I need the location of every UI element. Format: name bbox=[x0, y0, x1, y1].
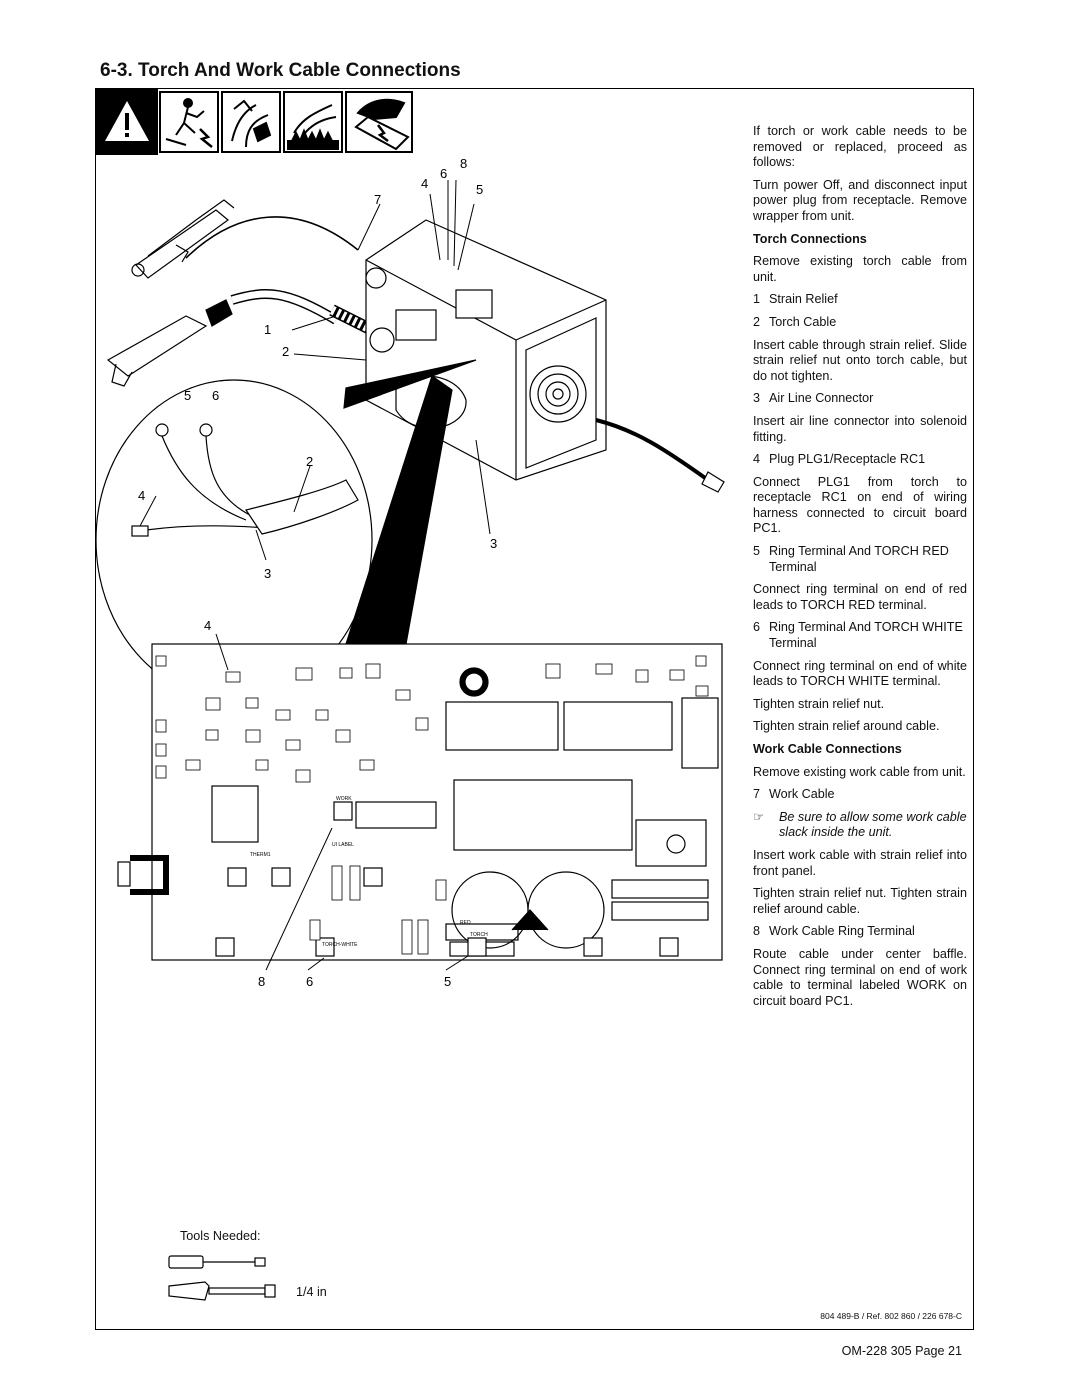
board-connector-pads bbox=[215, 801, 679, 957]
torch-remove-text: Remove existing torch cable from unit. bbox=[753, 254, 967, 284]
page-number: OM-228 305 Page 21 bbox=[841, 1344, 962, 1358]
power-off-text: Turn power Off, and disconnect input pow… bbox=[753, 177, 967, 223]
work-tighten-text: Tighten strain relief nut. Tighten strai… bbox=[753, 886, 967, 916]
torch-insert-text: Insert cable through strain relief. Slid… bbox=[753, 337, 967, 383]
callout-4-board: 4 bbox=[204, 618, 211, 633]
board-label-torch-white: TORCH-WHITE bbox=[322, 942, 358, 948]
board-label-work: WORK bbox=[336, 796, 352, 802]
circuit-board-pc1 bbox=[117, 643, 723, 961]
board-label-torch: TORCH bbox=[470, 932, 488, 938]
instructions-column: If torch or work cable needs to be remov… bbox=[753, 124, 967, 1016]
white-connect-text: Connect ring terminal on end of white le… bbox=[753, 658, 967, 689]
fan-grille-drawing bbox=[529, 365, 587, 423]
callout-numbers: 4 6 8 7 5 1 2 5 6 2 4 3 3 4 8 6 5 bbox=[138, 156, 497, 989]
tighten-nut-text: Tighten strain relief nut. bbox=[753, 696, 885, 711]
work-cable-drawing bbox=[185, 216, 359, 259]
intro-text: If torch or work cable needs to be remov… bbox=[753, 124, 967, 170]
screwdriver-icon bbox=[168, 1281, 276, 1301]
callout-6-bottom: 6 bbox=[306, 974, 313, 989]
torch-connections-heading: Torch Connections bbox=[753, 231, 867, 246]
slack-note-text: Be sure to allow some work cable slack i… bbox=[779, 809, 967, 840]
callout-7: 7 bbox=[374, 192, 381, 207]
nut-driver-icon bbox=[168, 1255, 266, 1269]
torch-drawing bbox=[106, 299, 233, 387]
callout-5-bottom: 5 bbox=[444, 974, 451, 989]
route-text: Route cable under center baffle. Connect… bbox=[753, 946, 967, 1008]
hot-parts-icon bbox=[283, 91, 343, 153]
tools-drawing bbox=[168, 1255, 276, 1301]
callout-2-detail: 2 bbox=[306, 454, 313, 469]
cable-connections-diagram: 4 6 8 7 5 1 2 5 6 2 4 3 3 4 8 6 5 WORK U… bbox=[96, 156, 725, 989]
warning-icons bbox=[105, 91, 413, 153]
board-label-therm: THERM1 bbox=[250, 852, 271, 858]
callout-8-bottom: 8 bbox=[258, 974, 265, 989]
callout-6-top: 6 bbox=[440, 166, 447, 181]
callout-4-detail: 4 bbox=[138, 488, 145, 503]
callout-1: 1 bbox=[264, 322, 271, 337]
tool-size-label: 1/4 in bbox=[296, 1285, 327, 1299]
callout-8-top: 8 bbox=[460, 156, 467, 171]
electric-shock-icon bbox=[159, 91, 219, 153]
unit-chassis-drawing bbox=[365, 219, 607, 481]
moving-parts-icon bbox=[221, 91, 281, 153]
slack-note: ☞ Be sure to allow some work cable slack… bbox=[753, 810, 967, 841]
board-label-red: RED bbox=[460, 920, 471, 926]
board-small-parts bbox=[155, 655, 709, 955]
red-connect-text: Connect ring terminal on end of red lead… bbox=[753, 582, 967, 612]
plug-connect-text: Connect PLG1 from torch to receptacle RC… bbox=[753, 474, 967, 536]
callout-6-detail: 6 bbox=[212, 388, 219, 403]
document-reference: 804 489-B / Ref. 802 860 / 226 678-C bbox=[820, 1311, 962, 1321]
callout-4-top: 4 bbox=[421, 176, 428, 191]
board-labels: WORK UI LABEL THERM1 TORCH-WHITE RED TOR… bbox=[250, 796, 488, 948]
board-label-ui: UI LABEL bbox=[332, 842, 354, 848]
work-remove-text: Remove existing work cable from unit. bbox=[753, 764, 966, 779]
callout-3-right: 3 bbox=[490, 536, 497, 551]
work-insert-text: Insert work cable with strain relief int… bbox=[753, 847, 967, 878]
pointing-hand-icon: ☞ bbox=[753, 809, 765, 824]
air-insert-text: Insert air line connector into solenoid … bbox=[753, 413, 967, 444]
work-cable-connections-heading: Work Cable Connections bbox=[753, 742, 902, 756]
warning-strip bbox=[96, 89, 414, 155]
tools-needed-label: Tools Needed: bbox=[180, 1229, 261, 1243]
callout-leader-lines bbox=[139, 179, 491, 971]
callout-5-top: 5 bbox=[476, 182, 483, 197]
harness-detail-drawing bbox=[131, 423, 359, 537]
callout-2-top: 2 bbox=[282, 344, 289, 359]
power-cord-drawing bbox=[595, 418, 710, 482]
tighten-around-text: Tighten strain relief around cable. bbox=[753, 719, 940, 734]
callout-3-detail: 3 bbox=[264, 566, 271, 581]
static-electricity-icon bbox=[345, 91, 413, 153]
work-clamp-drawing bbox=[131, 199, 235, 279]
page-title: 6-3. Torch And Work Cable Connections bbox=[100, 60, 461, 81]
content-frame bbox=[95, 88, 974, 1330]
warning-triangle-icon bbox=[105, 101, 149, 141]
callout-5-detail: 5 bbox=[184, 388, 191, 403]
